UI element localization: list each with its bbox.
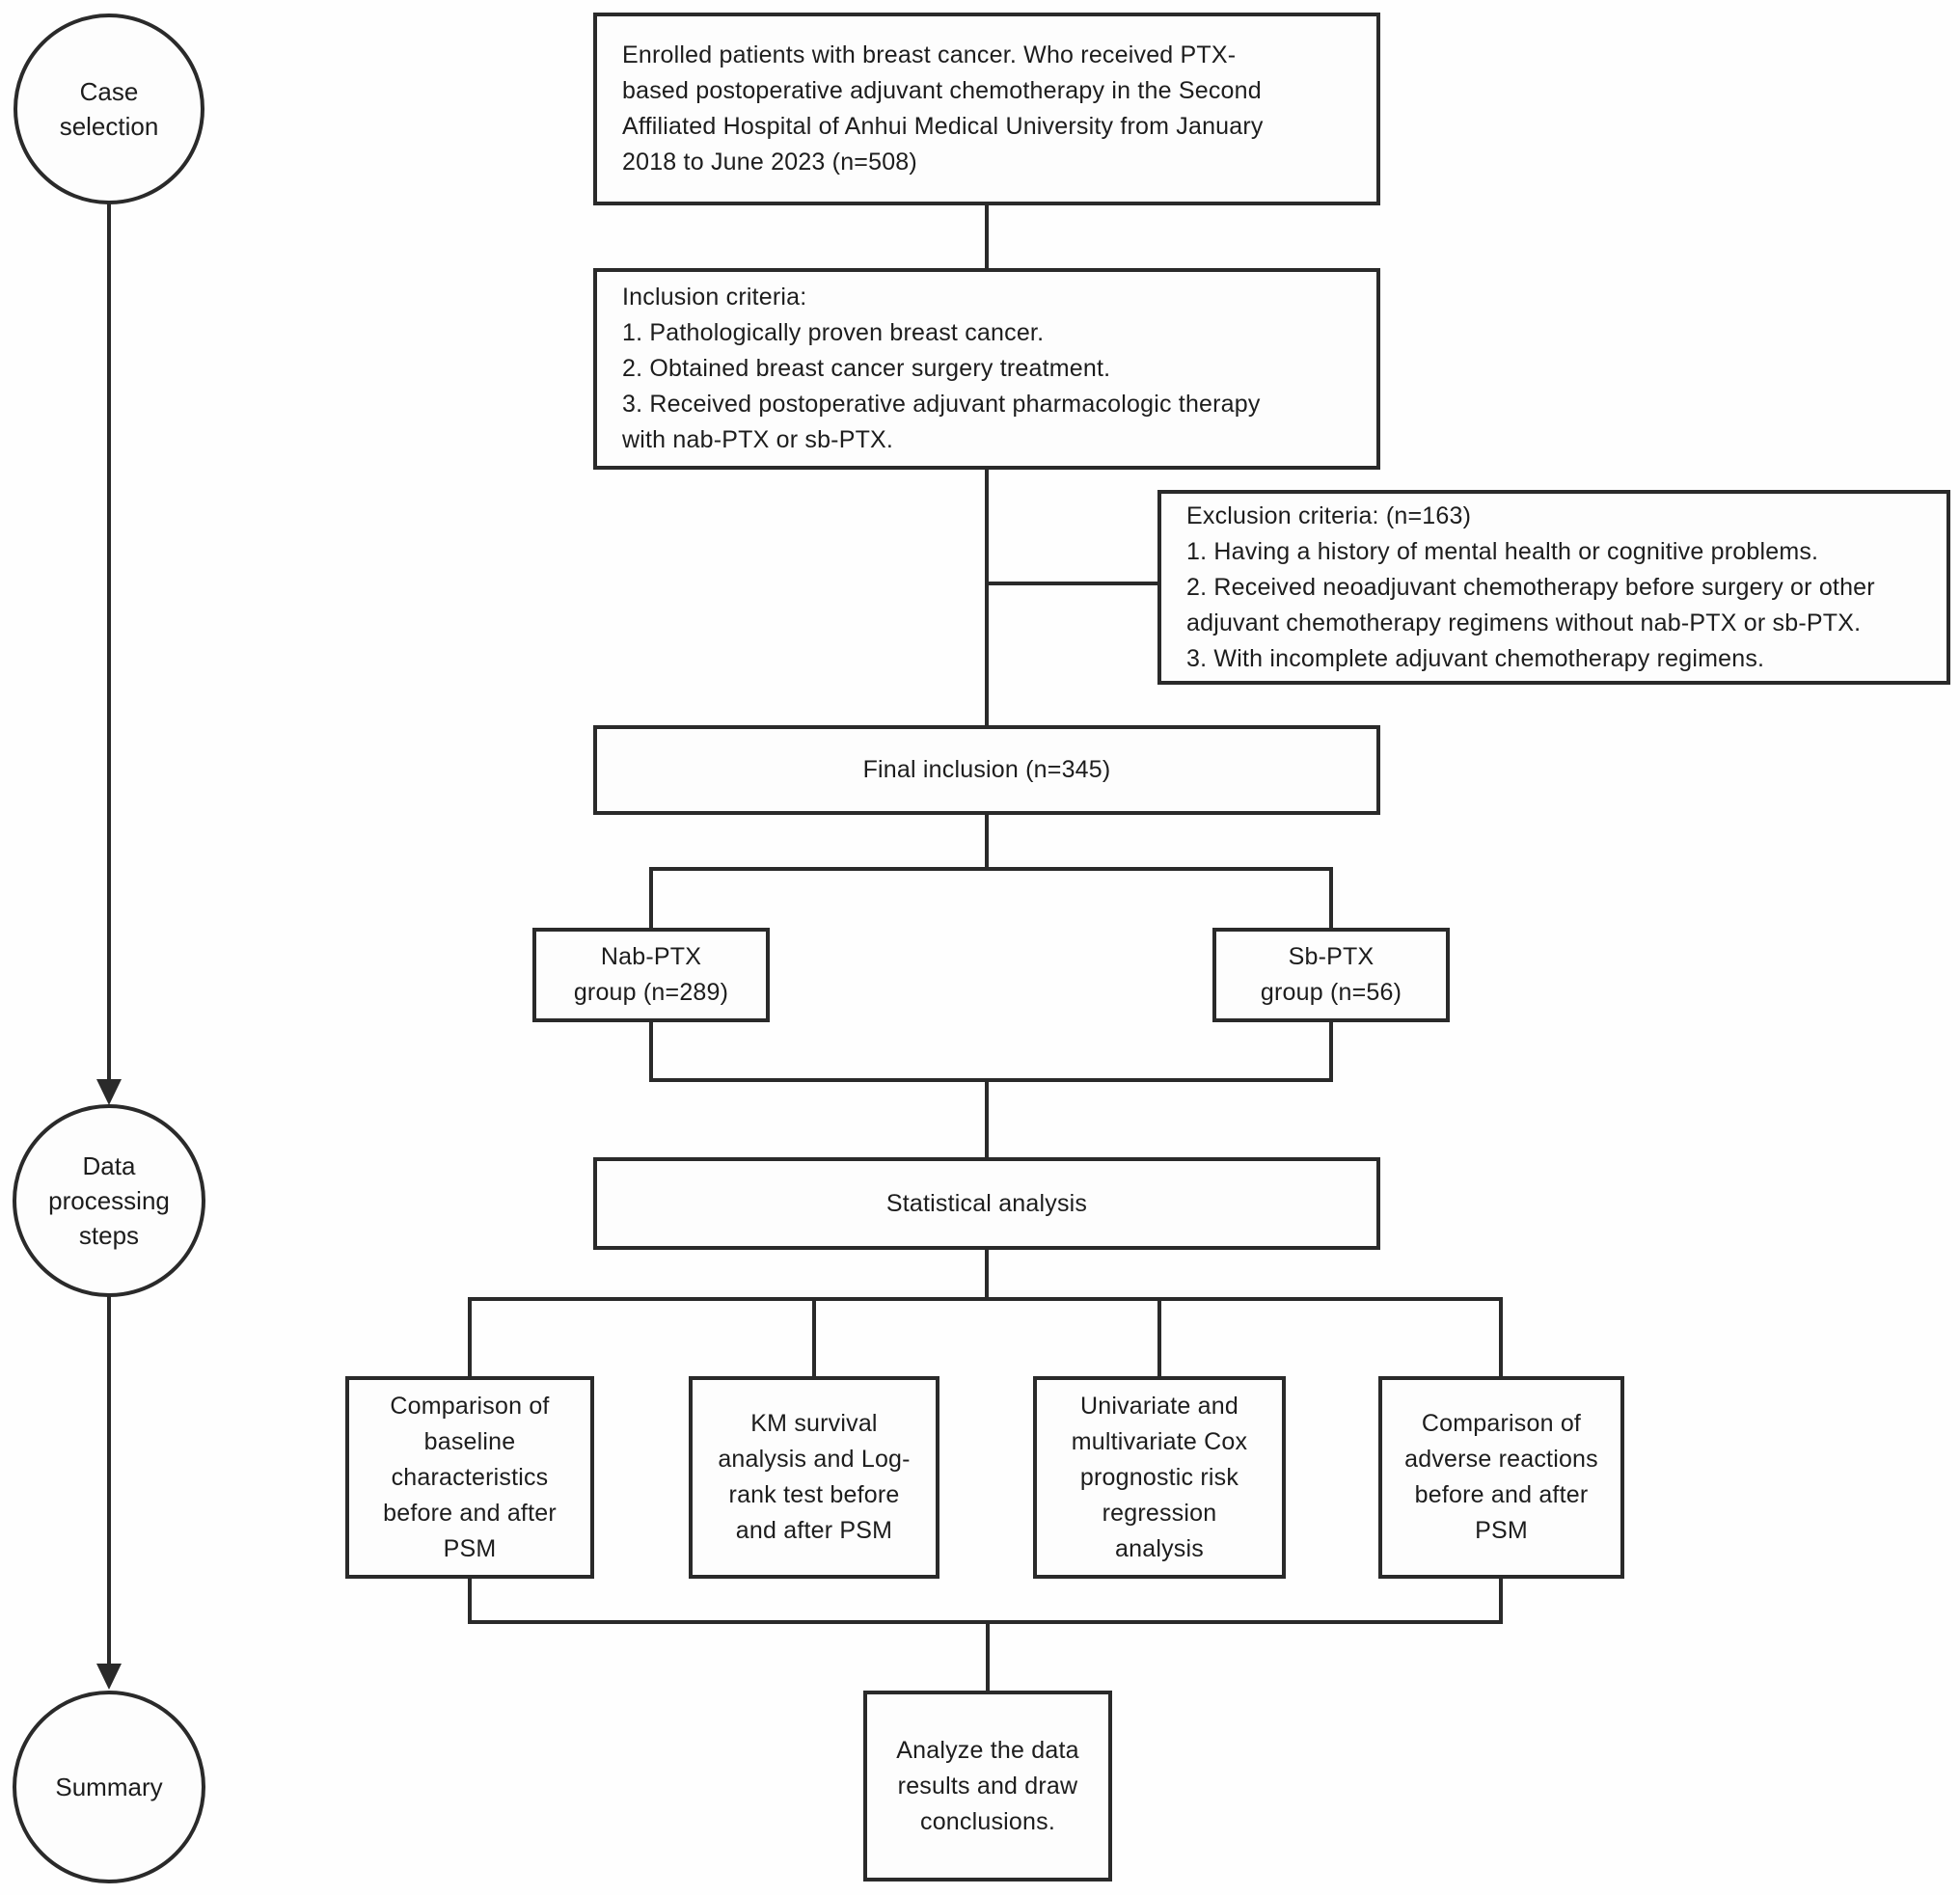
connector-line bbox=[649, 1022, 653, 1082]
arrow-down-icon bbox=[96, 1079, 122, 1105]
connector-line bbox=[986, 1624, 990, 1691]
connector-line bbox=[812, 1301, 816, 1376]
node-exclusion-criteria: Exclusion criteria: (n=163) 1. Having a … bbox=[1157, 490, 1950, 685]
connector-line bbox=[107, 203, 111, 1080]
node-sb-ptx-group: Sb-PTX group (n=56) bbox=[1212, 928, 1450, 1022]
stage-circle-data-processing: Data processing steps bbox=[13, 1104, 205, 1297]
node-cox-regression: Univariate and multivariate Cox prognost… bbox=[1033, 1376, 1286, 1579]
connector-line bbox=[1329, 867, 1333, 928]
node-conclusion: Analyze the data results and draw conclu… bbox=[863, 1691, 1112, 1881]
connector-line bbox=[985, 1082, 989, 1157]
connector-line bbox=[1499, 1301, 1503, 1376]
node-nab-ptx-group: Nab-PTX group (n=289) bbox=[532, 928, 770, 1022]
connector-line bbox=[985, 582, 1161, 585]
connector-line bbox=[1499, 1579, 1503, 1624]
node-inclusion-criteria: Inclusion criteria: 1. Pathologically pr… bbox=[593, 268, 1380, 470]
connector-line bbox=[649, 867, 653, 928]
connector-line bbox=[1157, 1301, 1161, 1376]
node-statistical-analysis: Statistical analysis bbox=[593, 1157, 1380, 1250]
connector-line bbox=[468, 1620, 1503, 1624]
connector-line bbox=[985, 205, 989, 268]
connector-line bbox=[649, 1078, 1333, 1082]
connector-line bbox=[107, 1295, 111, 1664]
arrow-down-icon bbox=[96, 1664, 122, 1690]
connector-line bbox=[985, 1250, 989, 1301]
connector-line bbox=[468, 1579, 472, 1624]
connector-line bbox=[468, 1297, 1503, 1301]
stage-circle-case-selection: Case selection bbox=[14, 14, 204, 204]
connector-line bbox=[985, 815, 989, 867]
node-km-survival: KM survival analysis and Log- rank test … bbox=[689, 1376, 939, 1579]
node-baseline-comparison: Comparison of baseline characteristics b… bbox=[345, 1376, 594, 1579]
stage-circle-summary: Summary bbox=[13, 1691, 205, 1883]
connector-line bbox=[985, 470, 989, 725]
node-final-inclusion: Final inclusion (n=345) bbox=[593, 725, 1380, 815]
connector-line bbox=[468, 1301, 472, 1376]
connector-line bbox=[1329, 1022, 1333, 1082]
connector-line bbox=[649, 867, 1333, 871]
node-adverse-reactions: Comparison of adverse reactions before a… bbox=[1378, 1376, 1624, 1579]
node-enrolled: Enrolled patients with breast cancer. Wh… bbox=[593, 13, 1380, 205]
